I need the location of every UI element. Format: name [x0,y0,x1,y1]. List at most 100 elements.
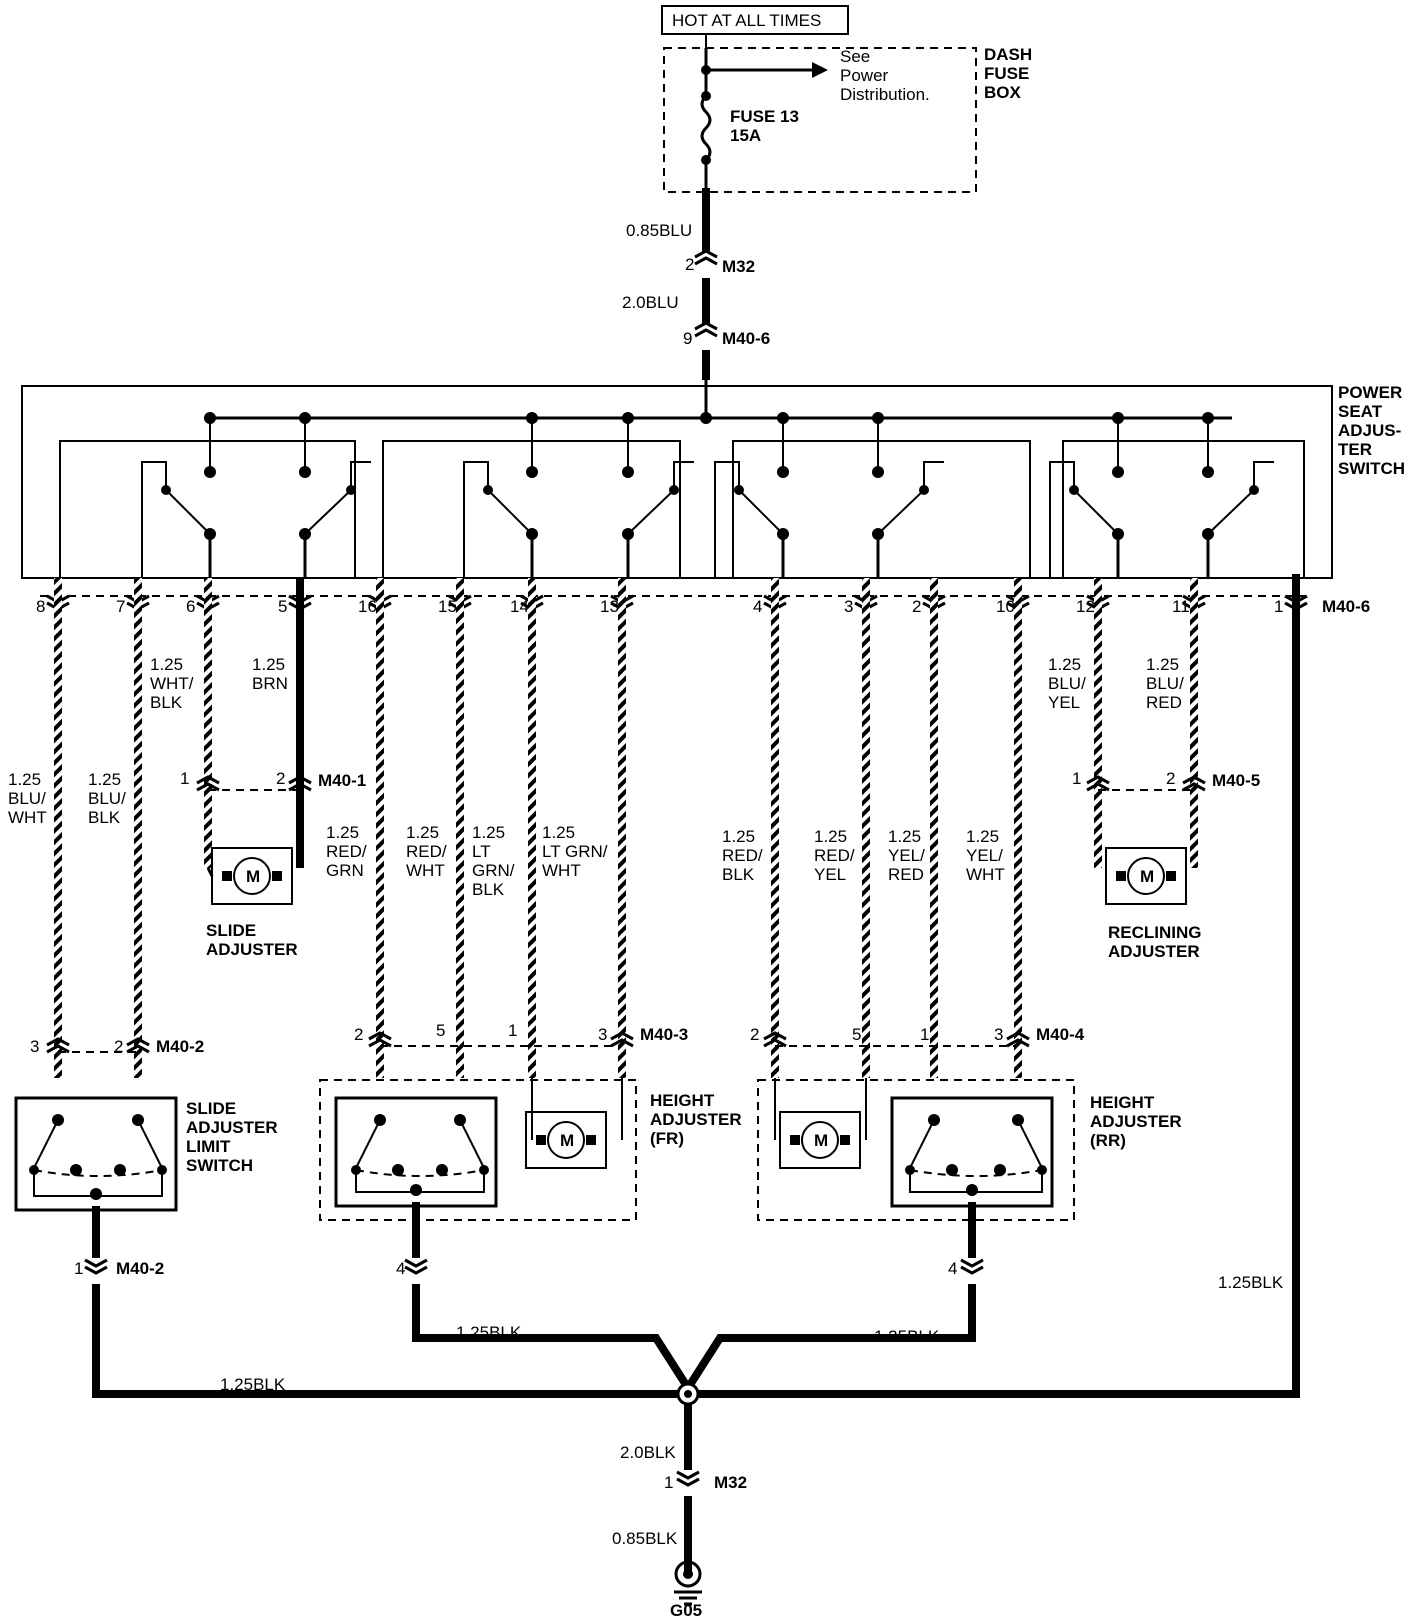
connector-symbol [1182,775,1206,792]
pin-label: 15 [438,597,457,616]
connector-symbol [1006,1031,1030,1048]
connector-symbol [368,1031,392,1048]
feed-conn-1-pin: 2 [685,255,694,274]
m40-1-pin-2: 2 [276,769,285,788]
height-fr-motor: M [525,1111,607,1169]
feed-conn-1-name: M32 [722,257,755,276]
connector-symbol [288,775,312,792]
power-seat-switch-box [21,385,1333,579]
pin-label: 2 [912,597,921,616]
pin-label: 14 [510,597,529,616]
m40-4-label: M40-4 [1036,1025,1085,1044]
connector-symbol [763,1031,787,1048]
fuse-13 [700,48,828,192]
connector-symbol [1086,775,1110,792]
pin-label: 10 [996,597,1015,616]
m32-gnd-label: M32 [714,1473,747,1492]
m32-gnd-pin: 1 [664,1473,673,1492]
feed-conn-2-pin: 9 [683,329,692,348]
fr-ground-connector [404,1258,428,1275]
m40-4-pin-2: 2 [750,1025,759,1044]
m40-1-pin-1: 1 [180,769,189,788]
pin-connector-label: M40-6 [1322,597,1370,616]
connector-symbol [126,1037,150,1054]
ground-wire-fr: 1.25BLK [456,1323,522,1342]
pin-label: 13 [600,597,619,616]
ground-bus [92,1206,1300,1398]
pin-label: 6 [186,597,195,616]
height-fr-switch [334,1096,498,1208]
m40-5-pin-2: 2 [1166,769,1175,788]
connector-symbol [610,1031,634,1048]
connector-symbol [196,775,220,792]
motor-symbol: M [560,1131,574,1150]
slide-adjuster-motor: M [211,847,293,905]
pin-label: 12 [1076,597,1095,616]
motor-symbol: M [1140,867,1154,886]
slide-limit-switch [14,1096,178,1212]
pin-label: 3 [844,597,853,616]
m40-3-label: M40-3 [640,1025,688,1044]
feed-conn-2-name: M40-6 [722,329,770,348]
pin-label: 16 [358,597,377,616]
m40-2-ground-connector [84,1258,108,1275]
switch-internals [59,376,1305,578]
pin-label: 7 [116,597,125,616]
m40-2-gnd-label: M40-2 [116,1259,164,1278]
m40-4-pin-3: 3 [994,1025,1003,1044]
m40-2-pin-3: 3 [30,1037,39,1056]
m40-3-pin-2: 2 [354,1025,363,1044]
ground-wire-final: 0.85BLK [612,1529,678,1548]
ground-wire-rr: 1.25BLK [874,1327,940,1346]
height-rr-motor: M [779,1111,861,1169]
feed-wire-1: 0.85BLU [626,221,692,240]
pin-label: 5 [278,597,287,616]
rr-ground-connector [960,1258,984,1275]
pin-label: 8 [36,597,45,616]
height-rr-switch [890,1096,1054,1208]
m40-5-label: M40-5 [1212,771,1260,790]
pin-label: 4 [753,597,762,616]
m40-3-pin-5: 5 [436,1021,445,1040]
connector-symbol [46,1037,70,1054]
hot-at-all-times-box: HOT AT ALL TIMES [661,5,849,35]
m40-1-label: M40-1 [318,771,366,790]
dash-fuse-box [663,47,977,193]
m40-6-feed-connector [694,321,718,338]
hot-label: HOT AT ALL TIMES [672,11,821,30]
ground-wire-right: 1.25BLK [1218,1273,1284,1292]
pin-label: 1 [1274,597,1283,616]
arrow-right-icon [812,62,828,78]
m40-5-pin-1: 1 [1072,769,1081,788]
pin-label: 11 [1172,597,1190,616]
ground-icon [674,1560,702,1606]
m40-3-pin-3: 3 [598,1025,607,1044]
m40-2-pin-2: 2 [114,1037,123,1056]
ground-wire-main: 2.0BLK [620,1443,676,1462]
motor-symbol: M [814,1131,828,1150]
m40-4-pin-5: 5 [852,1025,861,1044]
m32-feed-connector [694,249,718,266]
